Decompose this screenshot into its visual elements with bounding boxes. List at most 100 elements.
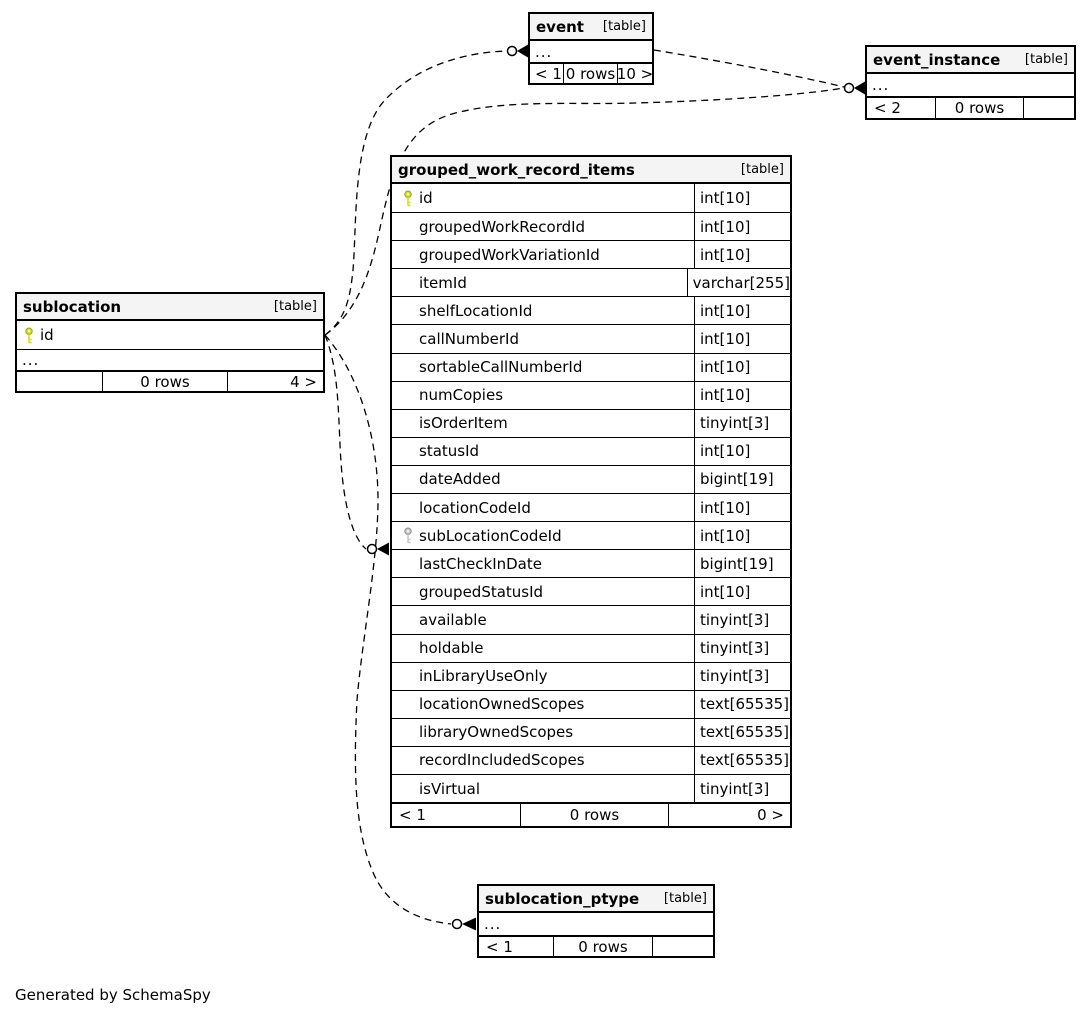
connector-event-instance: [843, 81, 865, 95]
table-row: groupedWorkVariationId int[10]: [392, 240, 790, 269]
key-icon-slot: [17, 326, 40, 344]
row-count: 0 rows: [102, 372, 227, 391]
column-type: tinyint[3]: [694, 409, 790, 437]
table-tag: [table]: [740, 162, 784, 177]
column-name-cell: isOrderItem: [392, 410, 694, 437]
connector-event: [506, 44, 528, 58]
column-type: tinyint[3]: [694, 774, 790, 803]
column-name-cell: holdable: [392, 635, 694, 662]
column-type: int[10]: [694, 494, 790, 522]
primary-key-icon: [24, 326, 33, 343]
relationship-line-event-event-instance: [653, 49, 845, 88]
column-name: available: [419, 610, 487, 629]
column-name-cell: callNumberId: [392, 325, 694, 352]
parent-count: < 2: [874, 99, 901, 117]
child-count: [652, 937, 713, 956]
column-name: isVirtual: [419, 779, 480, 798]
column-name-cell: subLocationCodeId: [392, 522, 694, 549]
row-count: 0 rows: [520, 804, 668, 827]
table-row: itemId varchar[255]: [392, 268, 790, 297]
table-name: sublocation: [23, 297, 122, 316]
column-name-cell: id: [392, 184, 694, 212]
column-name: shelfLocationId: [419, 301, 533, 320]
relationship-line-sublocation-event: [324, 50, 508, 336]
child-count: 4 >: [227, 372, 323, 391]
table-row: available tinyint[3]: [392, 605, 790, 634]
table-row: isVirtual tinyint[3]: [392, 773, 790, 803]
table-tag: [table]: [1024, 52, 1068, 67]
column-name: libraryOwnedScopes: [419, 723, 574, 742]
column-name: groupedStatusId: [419, 582, 544, 601]
table-grouped-work-record-items-header[interactable]: grouped_work_record_items [table]: [392, 157, 790, 184]
table-grouped-work-record-items[interactable]: grouped_work_record_items [table]: [390, 155, 792, 829]
column-list: id int[10]: [392, 184, 790, 803]
column-type: text[65535]: [694, 746, 790, 774]
row-count: 0 rows: [553, 937, 652, 956]
table-tag: [table]: [273, 299, 317, 314]
table-sublocation-header[interactable]: sublocation [table]: [17, 294, 323, 321]
primary-key-row: id: [17, 321, 323, 349]
column-type: int[10]: [694, 213, 790, 241]
child-count: 10 >: [617, 64, 652, 83]
column-name-cell: libraryOwnedScopes: [392, 719, 694, 746]
column-type: int[10]: [694, 241, 790, 269]
table-row: shelfLocationId int[10]: [392, 296, 790, 325]
column-name-cell: groupedStatusId: [392, 578, 694, 605]
column-name-cell: numCopies: [392, 382, 694, 409]
table-row: sortableCallNumberId int[10]: [392, 352, 790, 381]
primary-key-icon: [403, 190, 412, 206]
column-name-cell: recordIncludedScopes: [392, 747, 694, 774]
table-event-instance-header[interactable]: event_instance [table]: [867, 47, 1074, 74]
child-count: 0 >: [668, 804, 790, 827]
column-type: bigint[19]: [694, 465, 790, 494]
generated-by-note: Generated by SchemaSpy: [15, 986, 211, 1004]
table-name: event: [536, 17, 584, 36]
foreign-key-icon: [403, 527, 412, 544]
column-type: int[10]: [694, 184, 790, 213]
table-event-header[interactable]: event [table]: [530, 14, 652, 41]
table-sublocation-ptype-footer: < 1 0 rows: [479, 935, 713, 956]
column-name: holdable: [419, 639, 484, 658]
relationship-line-sublocation-gwri: [324, 334, 367, 550]
table-name: sublocation_ptype: [485, 889, 640, 908]
table-event-instance[interactable]: event_instance [table] ... < 2 0 rows: [865, 45, 1076, 120]
parent-count: < 1: [535, 64, 562, 83]
column-name: statusId: [419, 442, 480, 461]
row-count: 0 rows: [935, 98, 1023, 118]
table-row: locationOwnedScopes text[65535]: [392, 689, 790, 718]
child-count: [1023, 98, 1074, 118]
column-name: itemId: [419, 273, 467, 292]
column-name-cell: shelfLocationId: [392, 297, 694, 324]
table-name: event_instance: [873, 50, 1001, 69]
table-row: libraryOwnedScopes text[65535]: [392, 717, 790, 746]
table-grouped-work-record-items-footer: < 1 0 rows 0 >: [392, 802, 790, 827]
table-sublocation-ptype-header[interactable]: sublocation_ptype [table]: [479, 886, 713, 913]
table-row: numCopies int[10]: [392, 380, 790, 409]
parent-count: < 1: [399, 806, 426, 825]
table-row: subLocationCodeId int[10]: [392, 521, 790, 550]
column-name-cell: itemId: [392, 269, 687, 296]
column-name: recordIncludedScopes: [419, 751, 585, 770]
table-row: groupedWorkRecordId int[10]: [392, 212, 790, 241]
table-event[interactable]: event [table] ... < 1 0 rows 10 >: [528, 12, 654, 85]
column-name: numCopies: [419, 386, 504, 405]
column-name: locationOwnedScopes: [419, 695, 585, 714]
table-row: id int[10]: [392, 184, 790, 213]
column-name-cell: groupedWorkRecordId: [392, 213, 694, 240]
column-name: locationCodeId: [419, 498, 531, 517]
table-name: grouped_work_record_items: [398, 160, 635, 179]
relationship-line-sublocation-ptype: [324, 334, 452, 925]
collapsed-columns-row: ...: [535, 42, 553, 61]
table-row: statusId int[10]: [392, 436, 790, 465]
column-name: callNumberId: [419, 330, 519, 349]
table-sublocation-ptype[interactable]: sublocation_ptype [table] ... < 1 0 rows: [477, 884, 715, 958]
table-row: groupedStatusId int[10]: [392, 577, 790, 606]
column-type: int[10]: [694, 297, 790, 325]
table-event-instance-footer: < 2 0 rows: [867, 96, 1074, 118]
parent-count: < 1: [486, 937, 513, 956]
table-sublocation[interactable]: sublocation [table] id ... 0 rows 4 >: [15, 292, 325, 393]
column-type: int[10]: [694, 381, 790, 409]
column-type: bigint[19]: [694, 550, 790, 578]
